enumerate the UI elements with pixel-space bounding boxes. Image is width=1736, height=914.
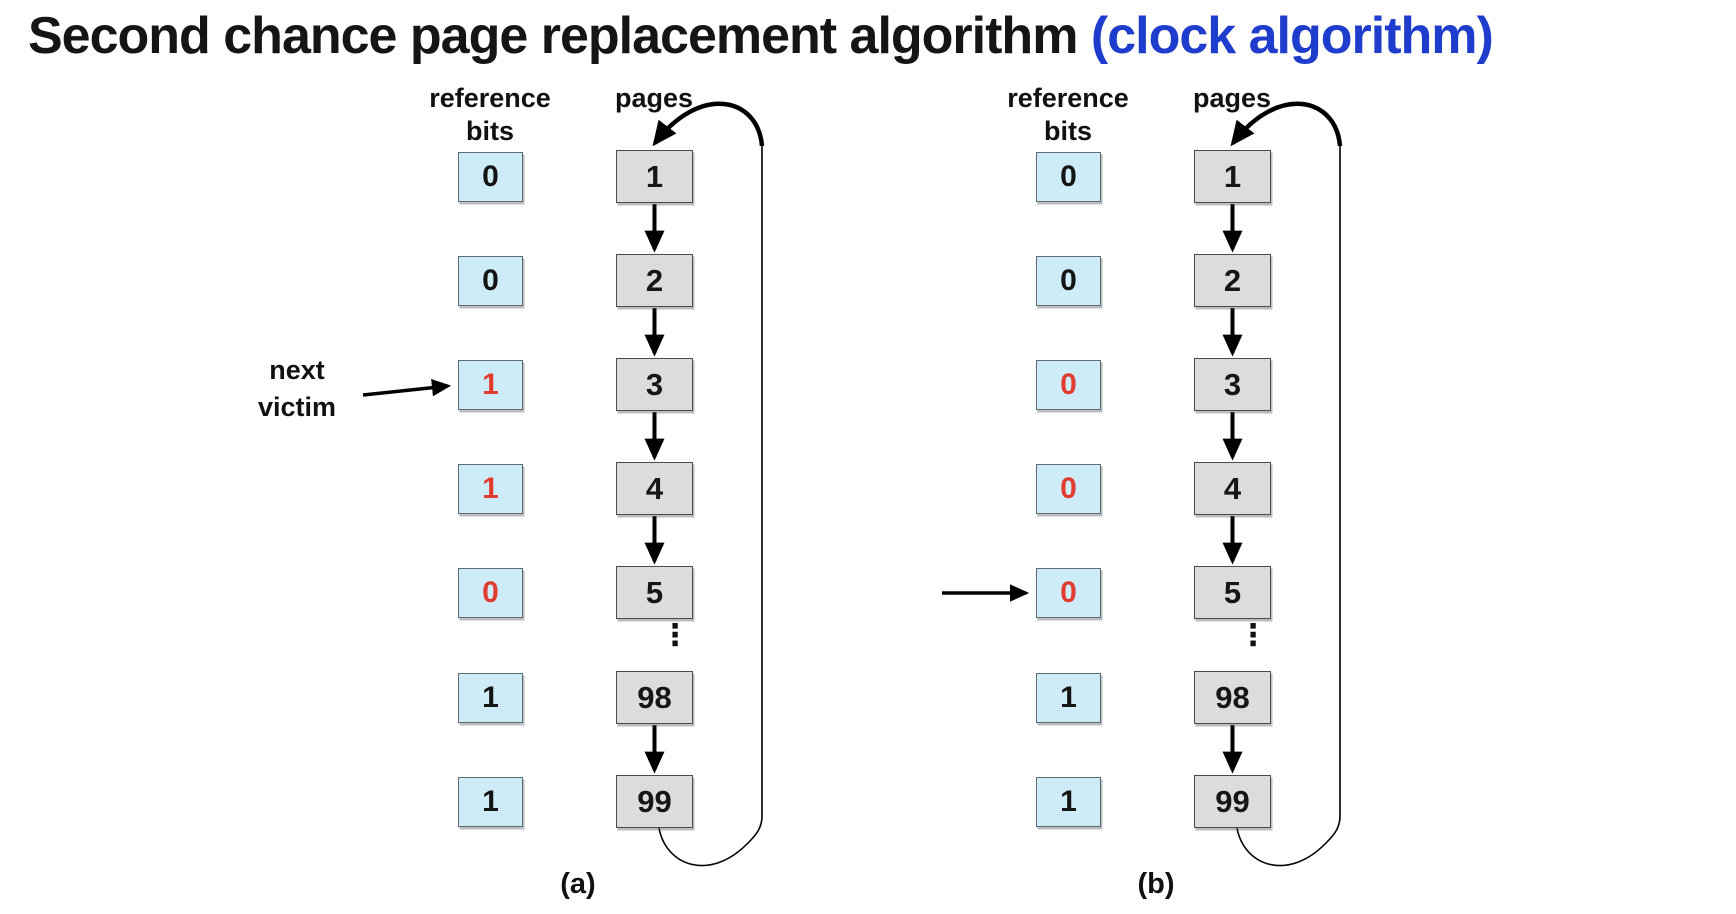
title-black-part: Second chance page replacement algorithm xyxy=(28,7,1091,65)
page-box: 2 xyxy=(616,254,693,307)
ref-bit-box: 1 xyxy=(458,673,523,723)
page-box: 5 xyxy=(1194,566,1271,619)
pages-header: pages xyxy=(1192,83,1272,113)
ref-bit-box: 1 xyxy=(458,777,523,827)
panel-b-caption: (b) xyxy=(1137,868,1175,900)
page-box: 99 xyxy=(1194,775,1271,828)
page-box: 99 xyxy=(616,775,693,828)
ref-bit-box: 0 xyxy=(1036,360,1101,410)
reference-bits-header: reference bits xyxy=(978,82,1158,148)
reference-bits-header-line2: bits xyxy=(465,116,514,146)
page-box: 4 xyxy=(1194,462,1271,515)
vertical-ellipsis: ⋮ xyxy=(660,618,690,653)
page-box: 3 xyxy=(1194,358,1271,411)
next-victim-label-line1: next xyxy=(269,355,325,385)
page-box: 1 xyxy=(616,150,693,203)
panel-b: reference bits pages 0 0 0 0 0 1 1 1 2 3… xyxy=(578,0,1428,914)
ref-bit-box: 1 xyxy=(458,464,523,514)
ref-bit-box: 1 xyxy=(1036,777,1101,827)
title-blue-part: (clock algorithm) xyxy=(1090,7,1494,65)
page-box: 98 xyxy=(616,671,693,724)
next-victim-label: next victim xyxy=(217,352,377,426)
ref-bit-box: 0 xyxy=(458,152,523,202)
pages-header: pages xyxy=(614,83,694,113)
page-box: 4 xyxy=(616,462,693,515)
reference-bits-header-line2: bits xyxy=(1043,116,1092,146)
ref-bit-box: 0 xyxy=(1036,464,1101,514)
page-title: Second chance page replacement algorithm… xyxy=(28,6,1494,66)
reference-bits-header-line1: reference xyxy=(429,83,551,113)
page-box: 2 xyxy=(1194,254,1271,307)
next-victim-label-line2: victim xyxy=(257,392,337,422)
ref-bit-box: 0 xyxy=(1036,152,1101,202)
ref-bit-box: 0 xyxy=(1036,568,1101,618)
ref-bit-box: 0 xyxy=(458,568,523,618)
ref-bit-box: 0 xyxy=(458,256,523,306)
ref-bit-box: 0 xyxy=(1036,256,1101,306)
page-box: 98 xyxy=(1194,671,1271,724)
panel-a-caption: (a) xyxy=(560,868,596,900)
page-box: 3 xyxy=(616,358,693,411)
ref-bit-box: 1 xyxy=(458,360,523,410)
page-box: 5 xyxy=(616,566,693,619)
page-box: 1 xyxy=(1194,150,1271,203)
ref-bit-box: 1 xyxy=(1036,673,1101,723)
vertical-ellipsis: ⋮ xyxy=(1238,618,1268,653)
reference-bits-header-line1: reference xyxy=(1007,83,1129,113)
reference-bits-header: reference bits xyxy=(400,82,580,148)
